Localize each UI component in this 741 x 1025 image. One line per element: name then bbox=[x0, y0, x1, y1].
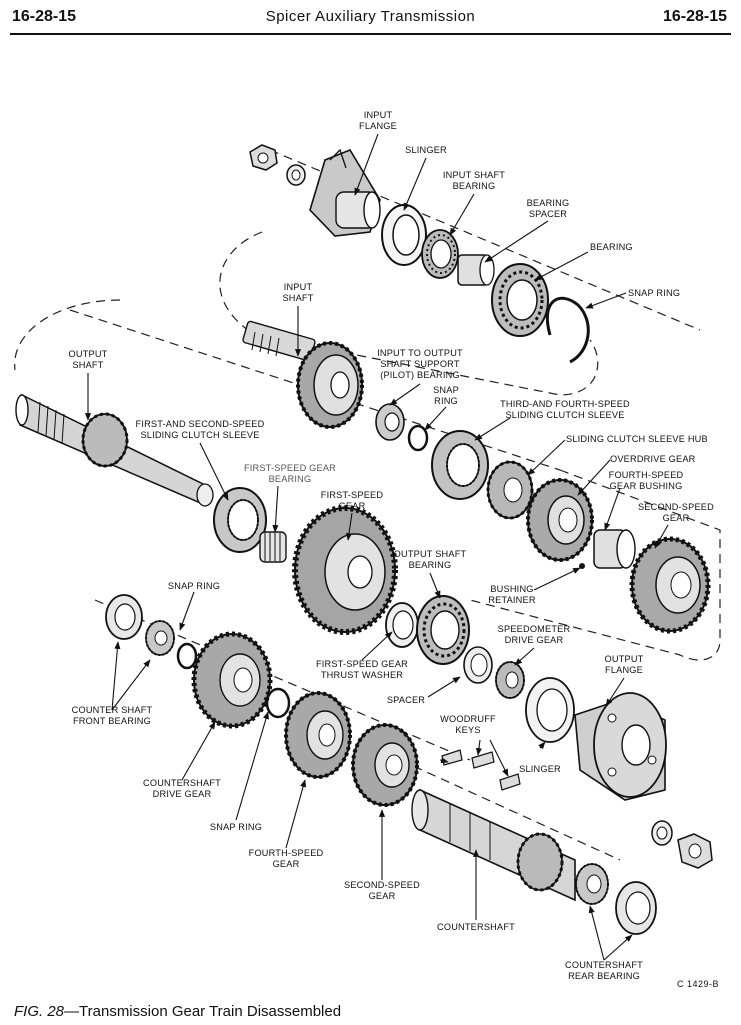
sliding-clutch-sleeve-hub bbox=[486, 460, 534, 520]
label-countershaft: COUNTERSHAFT bbox=[437, 922, 515, 932]
snap-ring-mid bbox=[407, 424, 429, 452]
speedometer-drive-gear bbox=[495, 661, 525, 699]
label-snap-ring-top: SNAP RING bbox=[628, 288, 680, 298]
label-snap-ring-left: SNAP RING bbox=[168, 581, 220, 591]
label-snap-ring-bottom: SNAP RING bbox=[210, 822, 262, 832]
slinger-top bbox=[381, 204, 427, 266]
output-flange-washer bbox=[651, 820, 673, 846]
input-shaft-bearing bbox=[421, 229, 459, 279]
pilot-bearing bbox=[375, 403, 405, 441]
first-speed-gear-bearing bbox=[259, 531, 287, 563]
figure-number: FIG. 28 bbox=[14, 1003, 65, 1020]
header-rule bbox=[10, 33, 731, 35]
output-assembly-dashed-return bbox=[469, 469, 721, 661]
first-speed-gear-thrust-washer bbox=[385, 602, 419, 648]
countershaft-rear-bearing-cone bbox=[575, 863, 609, 905]
leader-lines bbox=[84, 133, 669, 961]
third-fourth-sliding-sleeve bbox=[431, 430, 489, 500]
output-shaft-bearing bbox=[416, 595, 470, 665]
input-flange-nut bbox=[249, 144, 278, 171]
input-flange bbox=[309, 148, 381, 237]
fourth-speed-gear bbox=[284, 691, 352, 779]
figure-caption: FIG. 28—Transmission Gear Train Disassem… bbox=[14, 1003, 341, 1020]
second-speed-gear-right bbox=[629, 536, 711, 634]
bearing-top bbox=[491, 263, 549, 337]
counter-shaft-front-bearing-cup bbox=[105, 594, 143, 640]
label-bearing: BEARING bbox=[590, 242, 633, 252]
snap-ring-left bbox=[176, 642, 198, 670]
first-second-sliding-sleeve bbox=[213, 487, 267, 553]
output-flange bbox=[574, 692, 667, 801]
countershaft-rear-bearing-cup bbox=[615, 881, 657, 935]
spacer bbox=[463, 646, 493, 684]
input-flange-washer bbox=[286, 164, 306, 186]
page-number-right: 16-28-15 bbox=[662, 8, 727, 25]
label-slinger-bottom: SLINGER bbox=[519, 764, 561, 774]
figure-code: C 1429-B bbox=[676, 979, 719, 989]
bearing-spacer bbox=[457, 254, 495, 286]
output-shaft bbox=[15, 393, 214, 507]
second-speed-gear-bottom bbox=[351, 723, 419, 807]
input-shaft bbox=[242, 320, 364, 429]
figure-caption-text: —Transmission Gear Train Disassembled bbox=[64, 1003, 342, 1020]
label-slinger-top: SLINGER bbox=[405, 145, 447, 155]
woodruff-keys bbox=[441, 749, 521, 791]
counter-shaft-front-bearing-cone bbox=[145, 620, 175, 656]
output-flange-nut bbox=[677, 833, 713, 869]
snap-ring-top bbox=[545, 296, 590, 364]
countershaft bbox=[411, 788, 576, 902]
output-shaft-dashed-arc bbox=[14, 299, 121, 371]
snap-ring-bottom bbox=[265, 687, 291, 719]
countershaft-dashed-path-lower bbox=[399, 759, 621, 861]
fourth-speed-gear-bushing bbox=[593, 529, 636, 569]
label-sleeve-hub: SLIDING CLUTCH SLEEVE HUB bbox=[566, 434, 708, 444]
bushing-retainer bbox=[579, 563, 585, 569]
slinger-bottom bbox=[525, 677, 575, 743]
page-number-left: 16-28-15 bbox=[12, 8, 77, 25]
label-overdrive-gear: OVERDRIVE GEAR bbox=[610, 454, 696, 464]
page-title: Spicer Auxiliary Transmission bbox=[265, 8, 476, 25]
countershaft-drive-gear bbox=[191, 631, 273, 729]
first-speed-gear bbox=[292, 505, 398, 635]
label-spacer: SPACER bbox=[387, 695, 425, 705]
overdrive-gear bbox=[526, 478, 594, 562]
